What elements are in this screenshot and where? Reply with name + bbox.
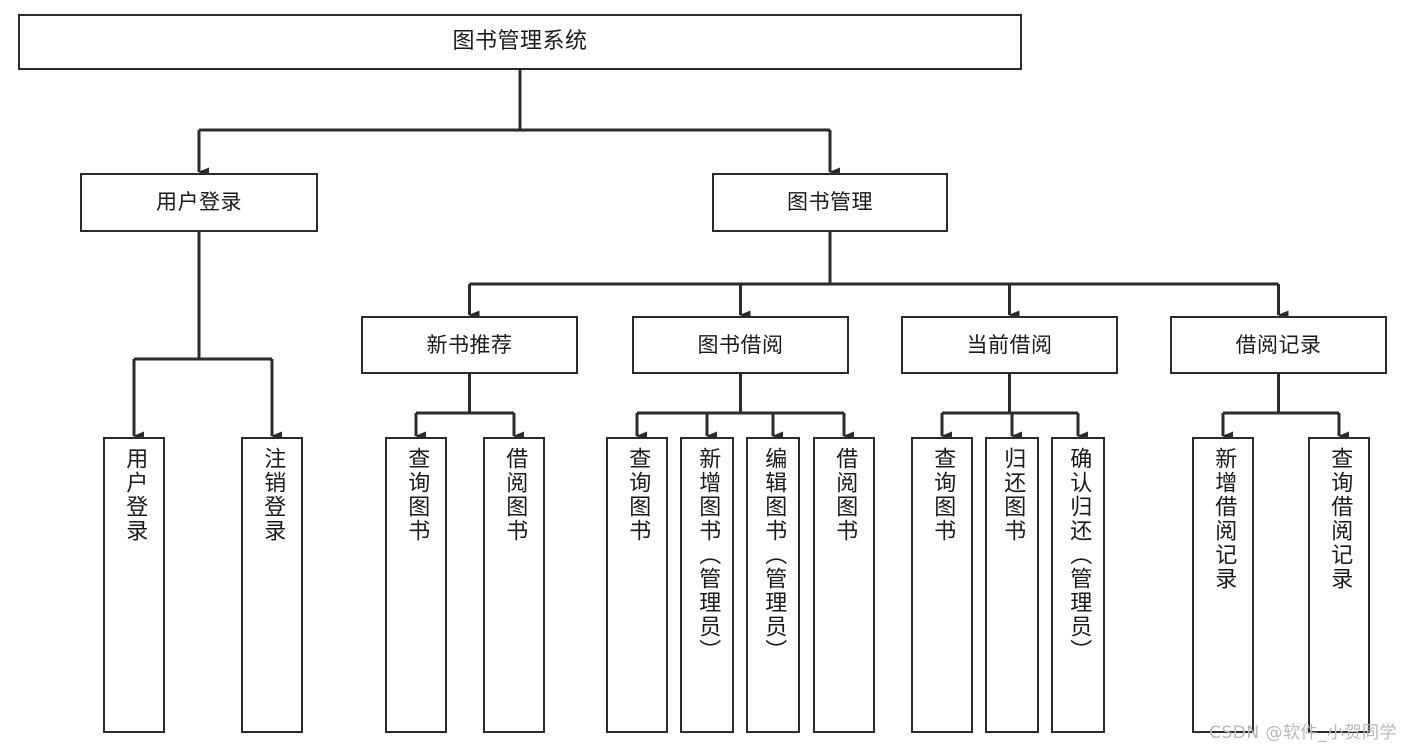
node-user-login[interactable]: 用户登录	[80, 173, 318, 232]
node-leaf-borrow-book-rec[interactable]: 借阅图书	[483, 437, 545, 733]
node-label-current-borrow: 当前借阅	[966, 332, 1053, 357]
node-label-leaf-edit-book-admin: 编辑图书（管理员）	[761, 447, 787, 663]
node-label-leaf-add-borrow-record: 新增借阅记录	[1211, 447, 1237, 591]
node-leaf-edit-book-admin[interactable]: 编辑图书（管理员）	[746, 437, 800, 733]
node-borrow-record[interactable]: 借阅记录	[1170, 316, 1387, 374]
node-leaf-return-book[interactable]: 归还图书	[985, 437, 1039, 733]
node-new-book-recommend[interactable]: 新书推荐	[361, 316, 578, 374]
node-leaf-query-borrow-record[interactable]: 查询借阅记录	[1308, 437, 1370, 733]
node-label-book-manage: 图书管理	[787, 190, 873, 215]
node-label-leaf-confirm-return-admin: 确认归还（管理员）	[1066, 447, 1092, 663]
node-leaf-query-book-borrow[interactable]: 查询图书	[606, 437, 668, 733]
node-label-user-login: 用户登录	[156, 190, 242, 215]
node-label-leaf-borrow-book: 借阅图书	[832, 447, 858, 543]
node-current-borrow[interactable]: 当前借阅	[901, 316, 1118, 374]
node-label-leaf-return-book: 归还图书	[1000, 447, 1026, 543]
node-leaf-borrow-book[interactable]: 借阅图书	[813, 437, 875, 733]
node-label-new-book-recommend: 新书推荐	[426, 332, 513, 357]
node-leaf-confirm-return-admin[interactable]: 确认归还（管理员）	[1051, 437, 1105, 733]
node-leaf-query-book-current[interactable]: 查询图书	[911, 437, 973, 733]
node-book-manage[interactable]: 图书管理	[712, 173, 948, 232]
node-leaf-user-login[interactable]: 用户登录	[103, 437, 165, 733]
node-label-borrow-record: 借阅记录	[1235, 332, 1322, 357]
node-label-book-borrow: 图书借阅	[697, 332, 784, 357]
node-leaf-query-book-rec[interactable]: 查询图书	[385, 437, 447, 733]
csdn-watermark: CSDN @软件_小贺同学	[1209, 723, 1397, 743]
node-label-leaf-query-book-current: 查询图书	[930, 447, 956, 543]
node-label-leaf-query-borrow-record: 查询借阅记录	[1327, 447, 1353, 591]
node-label-leaf-user-login: 用户登录	[122, 447, 148, 543]
node-label-leaf-borrow-book-rec: 借阅图书	[502, 447, 528, 543]
node-root[interactable]: 图书管理系统	[18, 14, 1022, 70]
node-leaf-logout[interactable]: 注销登录	[241, 437, 303, 733]
node-label-root: 图书管理系统	[452, 29, 588, 55]
node-label-leaf-query-book-rec: 查询图书	[404, 447, 430, 543]
node-leaf-add-borrow-record[interactable]: 新增借阅记录	[1192, 437, 1254, 733]
node-book-borrow[interactable]: 图书借阅	[632, 316, 849, 374]
node-label-leaf-add-book-admin: 新增图书（管理员）	[695, 447, 721, 663]
node-label-leaf-query-book-borrow: 查询图书	[625, 447, 651, 543]
node-label-leaf-logout: 注销登录	[260, 447, 286, 543]
node-leaf-add-book-admin[interactable]: 新增图书（管理员）	[680, 437, 734, 733]
